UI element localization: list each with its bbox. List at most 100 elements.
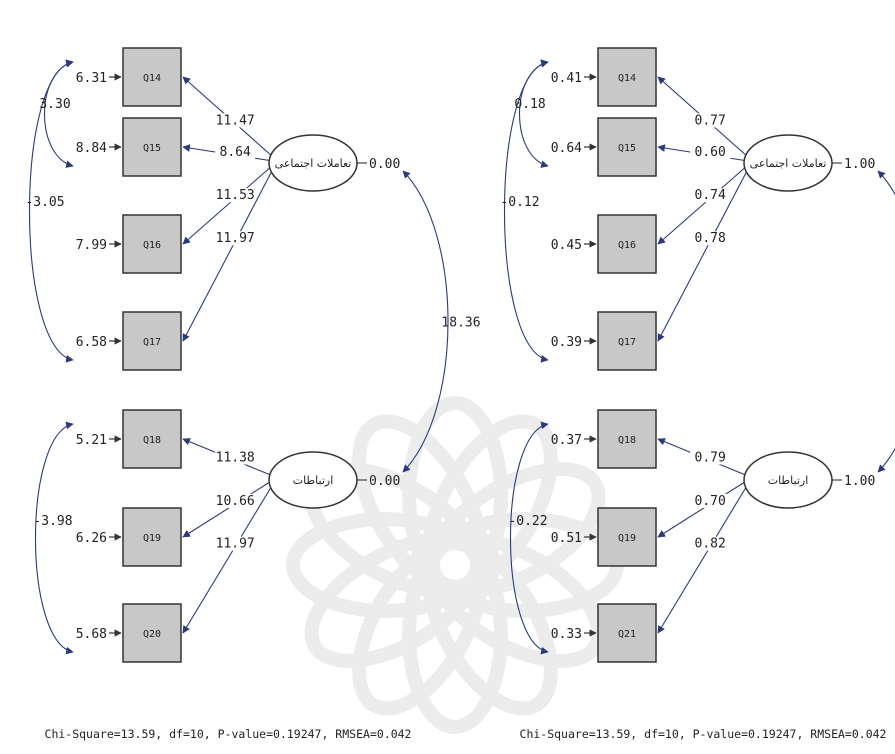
indicator-label: Q17 <box>618 337 636 348</box>
factor-covariance-value: 18.36 <box>441 316 480 331</box>
error-variance-value: 0.45 <box>551 238 582 253</box>
factor-loading-arrow <box>182 479 274 538</box>
indicator-label: Q15 <box>618 143 636 154</box>
indicator-label: Q14 <box>618 73 636 84</box>
factor-loading-value: 11.97 <box>216 231 255 246</box>
error-covariance-arc <box>503 59 549 363</box>
latent-factor-name: ارتباطات <box>768 474 809 487</box>
factor-loading-value: 8.64 <box>220 145 251 160</box>
loading-label-bg <box>215 536 256 551</box>
loading-label-bg <box>215 450 256 465</box>
indicator-label: Q19 <box>143 533 161 544</box>
loading-label-bg <box>215 493 256 508</box>
loading-label-bg <box>690 188 731 203</box>
error-covariance-arc <box>519 60 549 168</box>
error-covariance-value: -0.12 <box>500 195 539 210</box>
indicator-box <box>122 603 182 663</box>
error-covariance-arc <box>44 60 74 168</box>
latent-factor-name: تعاملات اجتماعی <box>275 157 352 170</box>
latent-factor-name: تعاملات اجتماعی <box>750 157 827 170</box>
factor-loading-arrow <box>182 164 274 245</box>
loading-label-bg <box>690 145 731 160</box>
factor-loading-value: 11.53 <box>216 188 255 203</box>
fit-statistics: Chi-Square=13.59, df=10, P-value=0.19247… <box>45 727 412 741</box>
loading-label-bg <box>690 113 731 128</box>
factor-variance-value: 0.00 <box>369 157 400 172</box>
indicator-box <box>122 117 182 177</box>
indicator-box <box>597 603 657 663</box>
indicator-box <box>122 311 182 371</box>
indicator-label: Q15 <box>143 143 161 154</box>
loading-label-bg <box>690 231 731 246</box>
error-covariance-value: 0.18 <box>514 97 545 112</box>
factor-loading-arrow <box>657 168 749 342</box>
indicator-label: Q16 <box>143 240 161 251</box>
loading-label-bg <box>215 113 256 128</box>
indicator-box <box>597 311 657 371</box>
error-covariance-value: -3.05 <box>25 195 64 210</box>
factor-loading-value: 0.77 <box>695 113 726 128</box>
watermark-logo <box>286 396 624 734</box>
factor-loading-value: 0.60 <box>695 145 726 160</box>
error-variance-value: 5.21 <box>76 433 107 448</box>
error-variance-value: 0.41 <box>551 71 582 86</box>
factor-loading-arrow <box>182 483 274 634</box>
factor-variance-value: 1.00 <box>844 474 875 489</box>
indicator-label: Q17 <box>143 337 161 348</box>
factor-loading-value: 0.79 <box>695 450 726 465</box>
indicator-label: Q18 <box>143 435 161 446</box>
factor-loading-value: 10.66 <box>216 494 255 509</box>
loading-label-bg <box>215 188 256 203</box>
indicator-box <box>122 47 182 107</box>
factor-variance-value: 1.00 <box>844 157 875 172</box>
error-variance-value: 6.58 <box>76 335 107 350</box>
error-variance-value: 6.31 <box>76 71 107 86</box>
fit-statistics: Chi-Square=13.59, df=10, P-value=0.19247… <box>520 727 887 741</box>
factor-loading-value: 0.74 <box>695 188 726 203</box>
indicator-box <box>122 214 182 274</box>
error-variance-value: 0.37 <box>551 433 582 448</box>
factor-covariance-arc <box>877 170 895 473</box>
factor-loading-value: 0.78 <box>695 231 726 246</box>
indicator-box <box>597 507 657 567</box>
indicator-box <box>597 214 657 274</box>
error-variance-value: 8.84 <box>76 141 107 156</box>
indicator-label: Q14 <box>143 73 161 84</box>
factor-covariance-arc <box>402 170 449 473</box>
error-variance-value: 5.68 <box>76 627 107 642</box>
factor-loading-value: 0.70 <box>695 494 726 509</box>
indicator-label: Q20 <box>143 629 161 640</box>
indicator-label: Q18 <box>618 435 636 446</box>
loading-label-bg <box>690 536 731 551</box>
indicator-box <box>597 47 657 107</box>
indicator-label: Q19 <box>618 533 636 544</box>
factor-loading-value: 11.47 <box>216 113 255 128</box>
indicator-box <box>122 409 182 469</box>
factor-variance-value: 0.00 <box>369 474 400 489</box>
latent-factor-name: ارتباطات <box>293 474 334 487</box>
error-variance-value: 6.26 <box>76 531 107 546</box>
factor-loading-arrow <box>657 479 749 538</box>
loading-label-bg <box>215 145 256 160</box>
factor-loading-value: 11.38 <box>216 450 255 465</box>
indicator-box <box>597 409 657 469</box>
loading-label-bg <box>690 450 731 465</box>
indicator-label: Q16 <box>618 240 636 251</box>
error-variance-value: 0.51 <box>551 531 582 546</box>
factor-loading-value: 11.97 <box>216 537 255 552</box>
error-covariance-arc <box>28 59 74 363</box>
error-variance-value: 0.64 <box>551 141 582 156</box>
loading-label-bg <box>215 231 256 246</box>
factor-loading-arrow <box>182 168 274 342</box>
error-covariance-value: -3.98 <box>33 514 72 529</box>
factor-loading-arrow <box>657 483 749 634</box>
error-variance-value: 7.99 <box>76 238 107 253</box>
loading-label-bg <box>690 493 731 508</box>
error-covariance-value: -0.22 <box>508 514 547 529</box>
error-covariance-arc <box>509 421 549 655</box>
indicator-label: Q21 <box>618 629 636 640</box>
error-variance-value: 0.33 <box>551 627 582 642</box>
indicator-box <box>122 507 182 567</box>
